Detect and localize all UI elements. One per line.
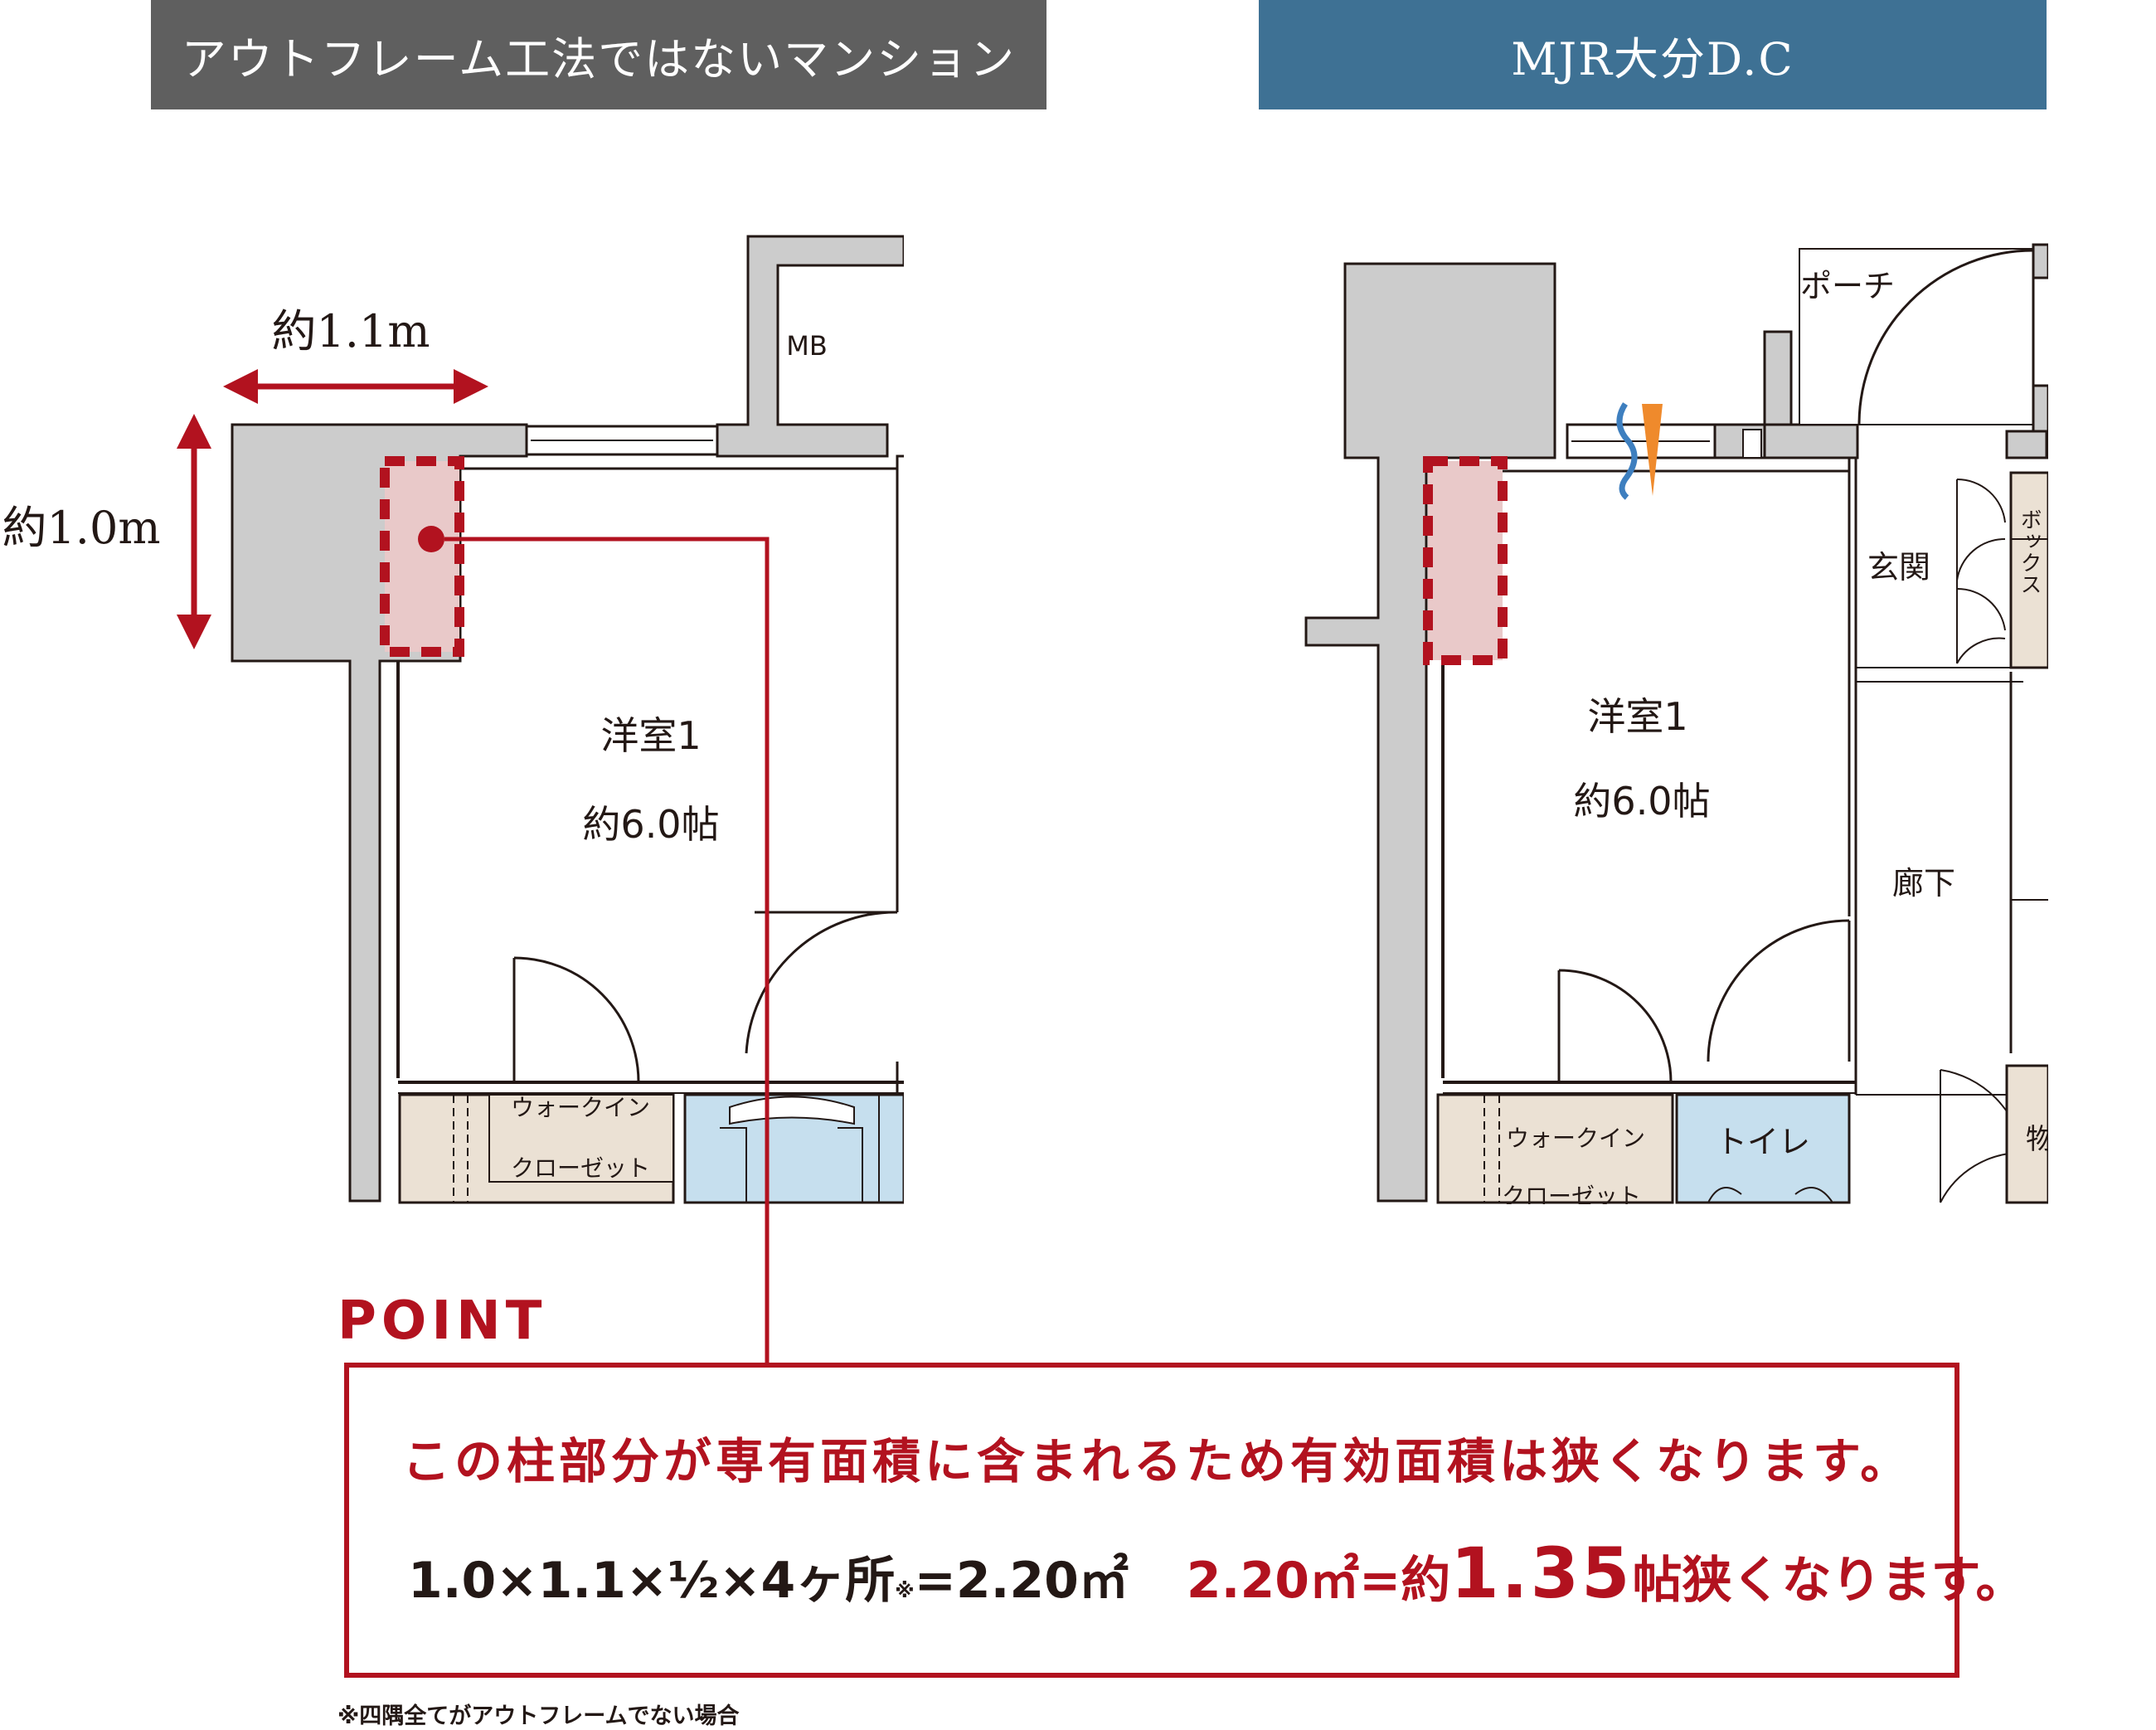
walk-in-closet-right [1436, 1093, 1674, 1204]
point-label: POINT [337, 1290, 547, 1352]
airflow-orange-icon [1642, 404, 1663, 496]
right-floor-plan [1304, 243, 2050, 1204]
pointer-line [444, 537, 770, 1364]
corridor-label: 廊下 [1892, 865, 1955, 901]
box-label: ボックス [2017, 508, 2042, 595]
conclusion-value: 1.35 [1450, 1533, 1633, 1614]
header-mjr: MJR大分D.C [1259, 0, 2047, 109]
conclusion-suffix: 帖狭くなります。 [1632, 1552, 2026, 1610]
room-name-right: 洋室1 [1587, 694, 1687, 739]
dim-width-label: 約1.1m [271, 305, 430, 357]
header-non-outframe: アウトフレーム工法ではないマンション [151, 0, 1046, 109]
column-highlight-right [1423, 456, 1508, 665]
left-floor-plan [231, 235, 937, 1204]
closet-label-right-1: ウォークイン [1506, 1125, 1645, 1152]
header-right-label: MJR大分D.C [1511, 32, 1794, 85]
formula: 1.0×1.1×½×4ヶ所 [408, 1552, 896, 1610]
closet-label-left-1: ウォークイン [511, 1094, 650, 1121]
column-highlight-left [380, 456, 464, 657]
column-wall-right [1304, 262, 1556, 1203]
entrance-label: 玄関 [1867, 549, 1930, 586]
porch-label: ポーチ [1800, 268, 1895, 304]
room-name-left: 洋室1 [600, 713, 701, 758]
footnote: ※四隅全てがアウトフレームでない場合 [337, 1703, 740, 1729]
pointer-dot [418, 526, 444, 552]
point-box [344, 1363, 1959, 1678]
formula-result: =2.20㎡ [914, 1552, 1129, 1610]
airflow-blue-icon [1616, 402, 1638, 500]
closet-label-left-2: クローゼット [511, 1154, 650, 1182]
conclusion-prefix: 2.20㎡=約 [1186, 1552, 1451, 1610]
room-size-right: 約6.0帖 [1573, 779, 1710, 824]
toilet-room [1675, 1093, 1851, 1204]
mb-label: MB [786, 330, 828, 362]
toilet-label: トイレ [1716, 1124, 1810, 1160]
formula-mark: ※ [895, 1579, 915, 1602]
box-cabinet [2009, 471, 2050, 669]
room-size-left: 約6.0帖 [582, 802, 719, 847]
header-left-label: アウトフレーム工法ではないマンション [181, 32, 1017, 85]
point-headline: この柱部分が専有面積に含まれるため有効面積は狭くなります。 [402, 1433, 1913, 1489]
dim-height-label: 約1.0m [2, 502, 160, 554]
